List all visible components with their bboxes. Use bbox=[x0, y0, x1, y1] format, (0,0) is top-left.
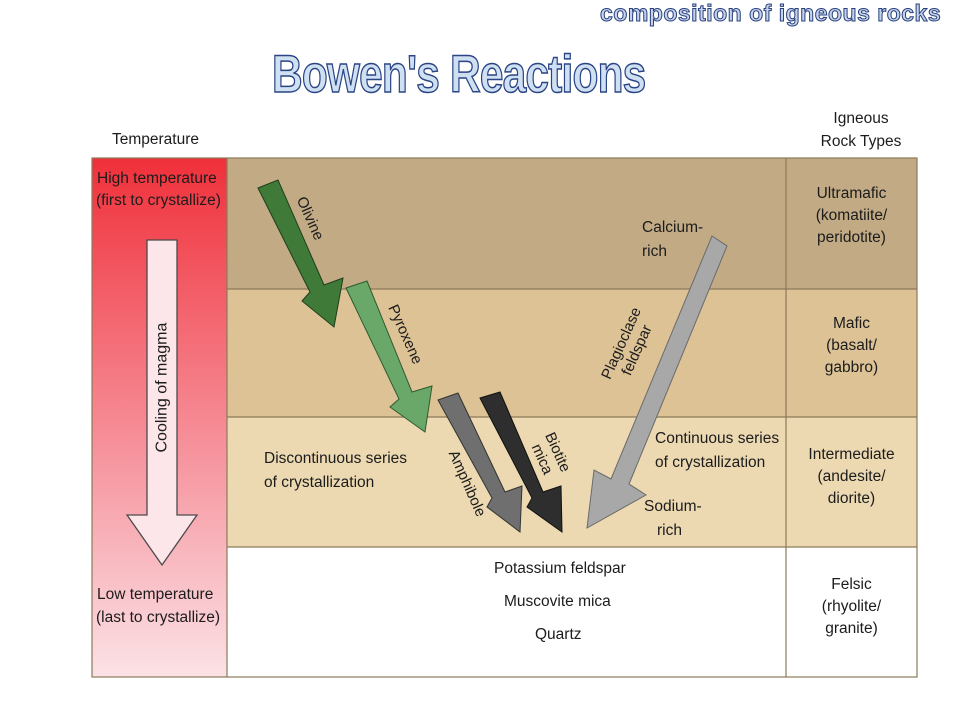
band-intermediate bbox=[227, 417, 917, 547]
rock-types-header-line2: Rock Types bbox=[820, 133, 902, 150]
rock-type-felsic: Felsic (rhyolite/ granite) bbox=[786, 574, 917, 640]
rock-type-example: (andesite/ bbox=[817, 468, 886, 485]
rock-types-header-line1: Igneous bbox=[833, 110, 889, 127]
low-temp-line1: Low temperature bbox=[97, 586, 214, 603]
potassium-feldspar-label: Potassium feldspar bbox=[494, 560, 626, 577]
sodium-line2: rich bbox=[657, 522, 682, 539]
cooling-label: Cooling of magma bbox=[153, 322, 171, 453]
rock-type-name: Intermediate bbox=[808, 446, 895, 463]
plagioclase-arrow bbox=[586, 235, 728, 529]
rock-type-intermediate: Intermediate (andesite/ diorite) bbox=[786, 444, 917, 510]
temperature-header: Temperature bbox=[112, 131, 200, 148]
rock-type-example: peridotite) bbox=[817, 229, 886, 246]
rock-type-ultramafic: Ultramafic (komatiite/ peridotite) bbox=[786, 183, 917, 249]
high-temp-line2: (first to crystallize) bbox=[96, 192, 221, 209]
continuous-line1: Continuous series bbox=[655, 430, 780, 447]
rock-type-example: (basalt/ bbox=[826, 337, 877, 354]
band-felsic bbox=[227, 547, 917, 677]
quartz-label: Quartz bbox=[535, 626, 582, 643]
continuous-line2: of crystallization bbox=[655, 454, 766, 471]
rock-type-name: Ultramafic bbox=[816, 185, 887, 202]
high-temp-line1: High temperature bbox=[97, 170, 217, 187]
rock-type-name: Mafic bbox=[832, 315, 871, 332]
calcium-line1: Calcium- bbox=[642, 219, 704, 236]
olivine-arrow bbox=[257, 179, 344, 328]
rock-type-example: (rhyolite/ bbox=[821, 598, 882, 615]
rock-type-example: diorite) bbox=[827, 490, 876, 507]
low-temp-line2: (last to crystallize) bbox=[96, 609, 221, 626]
cooling-arrow bbox=[125, 239, 199, 567]
band-ultramafic bbox=[227, 158, 917, 289]
muscovite-mica-label: Muscovite mica bbox=[504, 593, 611, 610]
pyroxene-arrow bbox=[345, 280, 433, 433]
band-mafic bbox=[227, 289, 917, 417]
rock-type-example: granite) bbox=[825, 620, 878, 637]
amphibole-arrow bbox=[437, 392, 523, 533]
corner-title: composition of igneous rocks bbox=[600, 0, 942, 27]
rock-type-name: Felsic bbox=[831, 576, 872, 593]
discontinuous-line2: of crystallization bbox=[264, 474, 375, 491]
rock-type-example: gabbro) bbox=[824, 359, 879, 376]
rock-type-example: (komatiite/ bbox=[815, 207, 888, 224]
calcium-line2: rich bbox=[642, 243, 667, 260]
rock-type-mafic: Mafic (basalt/ gabbro) bbox=[786, 313, 917, 379]
discontinuous-line1: Discontinuous series bbox=[264, 450, 408, 467]
biotite-arrow bbox=[479, 391, 563, 533]
sodium-line1: Sodium- bbox=[644, 498, 702, 515]
